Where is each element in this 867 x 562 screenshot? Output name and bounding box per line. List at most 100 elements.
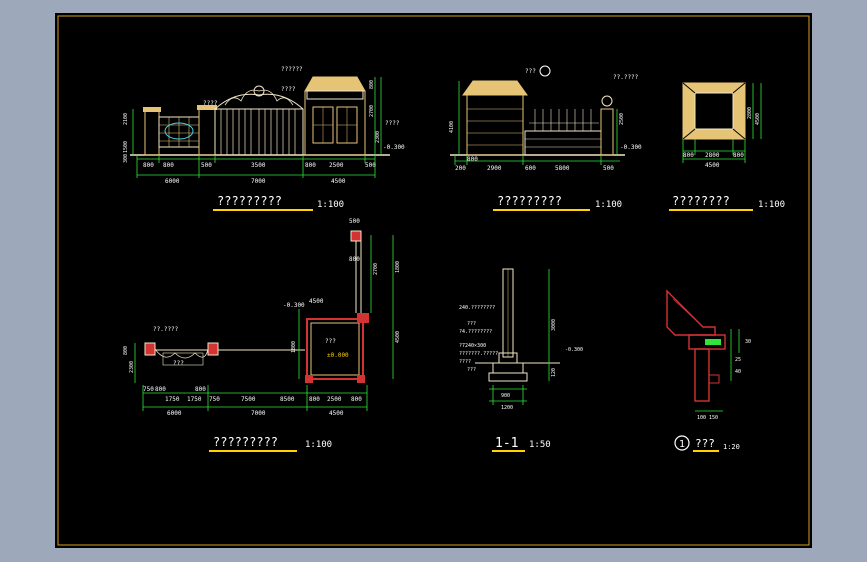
section-note-4: ???????.????? — [459, 351, 498, 357]
plan-side-dim-2: 2700 — [373, 263, 379, 275]
side-elevation-scale: 1:100 — [595, 200, 622, 210]
side-elevation-dim-1: 2900 — [487, 165, 502, 172]
front-elevation-bottom-dim-0: 6000 — [165, 178, 180, 185]
plan-top-dim-0: 750 — [143, 386, 154, 393]
section-note-2: ?4.???????? — [459, 329, 492, 335]
plan-label-level-1: -0.300 — [283, 302, 305, 309]
pier-plan: 800 2800 800 4500 4500 2800 ???????? 1:1… — [669, 82, 785, 211]
front-elevation-tag-3: ???? — [385, 120, 400, 127]
detail-dim-2: 30 — [745, 339, 751, 345]
front-elevation-level: -0.300 — [383, 144, 405, 151]
front-elevation-side-dim-3: 800 — [369, 80, 375, 89]
drawing-canvas: 800 800 500 3500 800 2500 500 6000 7000 … — [57, 15, 810, 546]
pier-plan-title: ???????? — [672, 194, 730, 208]
front-elevation-bottom-dim-1: 7000 — [251, 178, 266, 185]
plan-top-dim-8: 800 — [309, 396, 320, 403]
detail-dim-4: 40 — [735, 369, 741, 375]
plan-side-dim-0: 1800 — [395, 261, 401, 273]
plan-top-dim-9: 2500 — [327, 396, 342, 403]
section-note-5: ???? — [459, 359, 471, 365]
front-elevation-tag-2: ???? — [203, 100, 218, 107]
front-elevation-tag-0: ?????? — [281, 66, 303, 73]
detail-title: ??? — [695, 437, 715, 450]
section-note-0: 240.???????? — [459, 305, 495, 311]
front-elevation-top-dim-3: 3500 — [251, 162, 266, 169]
plan-side-dim-3: 1800 — [291, 341, 297, 353]
section-note-3: ?7240×300 — [459, 343, 486, 349]
detail-number: 1 — [679, 439, 685, 450]
plan-title: ????????? — [213, 435, 278, 449]
front-elevation-top-dim-0: 800 — [143, 162, 154, 169]
section-dim-0: 3000 — [551, 319, 557, 331]
front-elevation-top-dim-1: 800 — [163, 162, 174, 169]
section-dim-2: 1200 — [501, 405, 513, 411]
front-elevation-top-dim-6: 500 — [365, 162, 376, 169]
section-scale: 1:50 — [529, 440, 551, 450]
detail-number-circle — [674, 435, 690, 451]
plan-bottom-dim-1: 7000 — [251, 410, 266, 417]
pier-plan-scale: 1:100 — [758, 200, 785, 210]
plan-label-room: ??? — [325, 338, 336, 345]
plan-top-dim-7: 8500 — [280, 396, 295, 403]
plan-side-dim-5: 800 — [123, 346, 129, 355]
plan-label-gate: ??? — [173, 360, 184, 367]
pier-plan-dim-0: 800 — [683, 152, 694, 159]
plan-top-dim-4: 800 — [195, 386, 206, 393]
front-elevation-side-dim-4: 2700 — [369, 105, 375, 117]
plan-view: 750 800 1750 1750 800 750 7500 8500 800 … — [123, 218, 401, 452]
side-elevation-side-dim-0: 4100 — [449, 121, 455, 133]
side-elevation-title: ????????? — [497, 194, 562, 208]
section-1-1: 240.???????? ??? ?4.???????? ?7240×300 ?… — [459, 268, 583, 452]
plan-top-dim-1: 800 — [155, 386, 166, 393]
section-title: 1-1 — [495, 436, 518, 451]
side-elevation-dim-4: 5800 — [555, 165, 570, 172]
detail-dim-0: 100 — [697, 415, 706, 421]
sheet-frame — [57, 15, 810, 546]
detail-scale: 1:20 — [723, 443, 740, 451]
plan-bottom-dim-0: 6000 — [167, 410, 182, 417]
plan-top-dim-5: 750 — [209, 396, 220, 403]
side-elevation-dim-3: 800 — [467, 156, 478, 163]
side-elevation-tag-1: ??.???? — [613, 74, 639, 81]
side-elevation-dim-2: 600 — [525, 165, 536, 172]
plan-label-pole-top: 500 — [349, 218, 360, 225]
side-elevation: 200 2900 600 800 5800 500 -0.300 ??? ??.… — [449, 65, 642, 211]
front-elevation-side-dim-5: 2300 — [375, 131, 381, 143]
section-dim-4: 120 — [551, 368, 557, 377]
front-elevation-top-dim-2: 500 — [201, 162, 212, 169]
front-elevation-side-dim-2: 300 — [123, 154, 129, 163]
plan-top-dim-3: 1750 — [187, 396, 202, 403]
plan-top-dim-10: 800 — [351, 396, 362, 403]
plan-label-wall: ??.???? — [153, 326, 179, 333]
front-elevation-side-dim-1: 1500 — [123, 141, 129, 153]
front-elevation-top-dim-4: 800 — [305, 162, 316, 169]
section-dim-3: 900 — [501, 393, 510, 399]
detail-dim-3: 25 — [735, 357, 741, 363]
pier-plan-dim-3: 4500 — [705, 162, 720, 169]
detail-1: 100 150 30 25 40 1 ??? 1:20 — [666, 289, 751, 452]
side-elevation-tag-0: ??? — [525, 68, 536, 75]
side-elevation-side-dim-1: 2500 — [619, 113, 625, 125]
section-note-1: ??? — [467, 321, 476, 327]
pier-plan-dim-4: 4500 — [755, 113, 761, 125]
plan-bottom-dim-2: 4500 — [329, 410, 344, 417]
side-elevation-dim-5: 500 — [603, 165, 614, 172]
plan-side-dim-1: 4500 — [395, 331, 401, 343]
front-elevation-scale: 1:100 — [317, 200, 344, 210]
pier-plan-dim-1: 2800 — [705, 152, 720, 159]
plan-label-width: 4500 — [309, 298, 324, 305]
front-elevation-title: ????????? — [217, 194, 282, 208]
section-dim-1: -0.300 — [565, 347, 583, 353]
plan-top-dim-2: 1750 — [165, 396, 180, 403]
plan-label-level-0: ±0.000 — [327, 352, 349, 359]
plan-label-pole-width: 800 — [349, 256, 360, 263]
front-elevation-bottom-dim-2: 4500 — [331, 178, 346, 185]
detail-dim-1: 150 — [709, 415, 718, 421]
side-elevation-level: -0.300 — [620, 144, 642, 151]
plan-side-dim-4: 2300 — [129, 361, 135, 373]
front-elevation-tag-1: ???? — [281, 86, 296, 93]
pier-plan-dim-5: 2800 — [747, 107, 753, 119]
pier-plan-dim-2: 800 — [733, 152, 744, 159]
front-elevation-top-dim-5: 2500 — [329, 162, 344, 169]
